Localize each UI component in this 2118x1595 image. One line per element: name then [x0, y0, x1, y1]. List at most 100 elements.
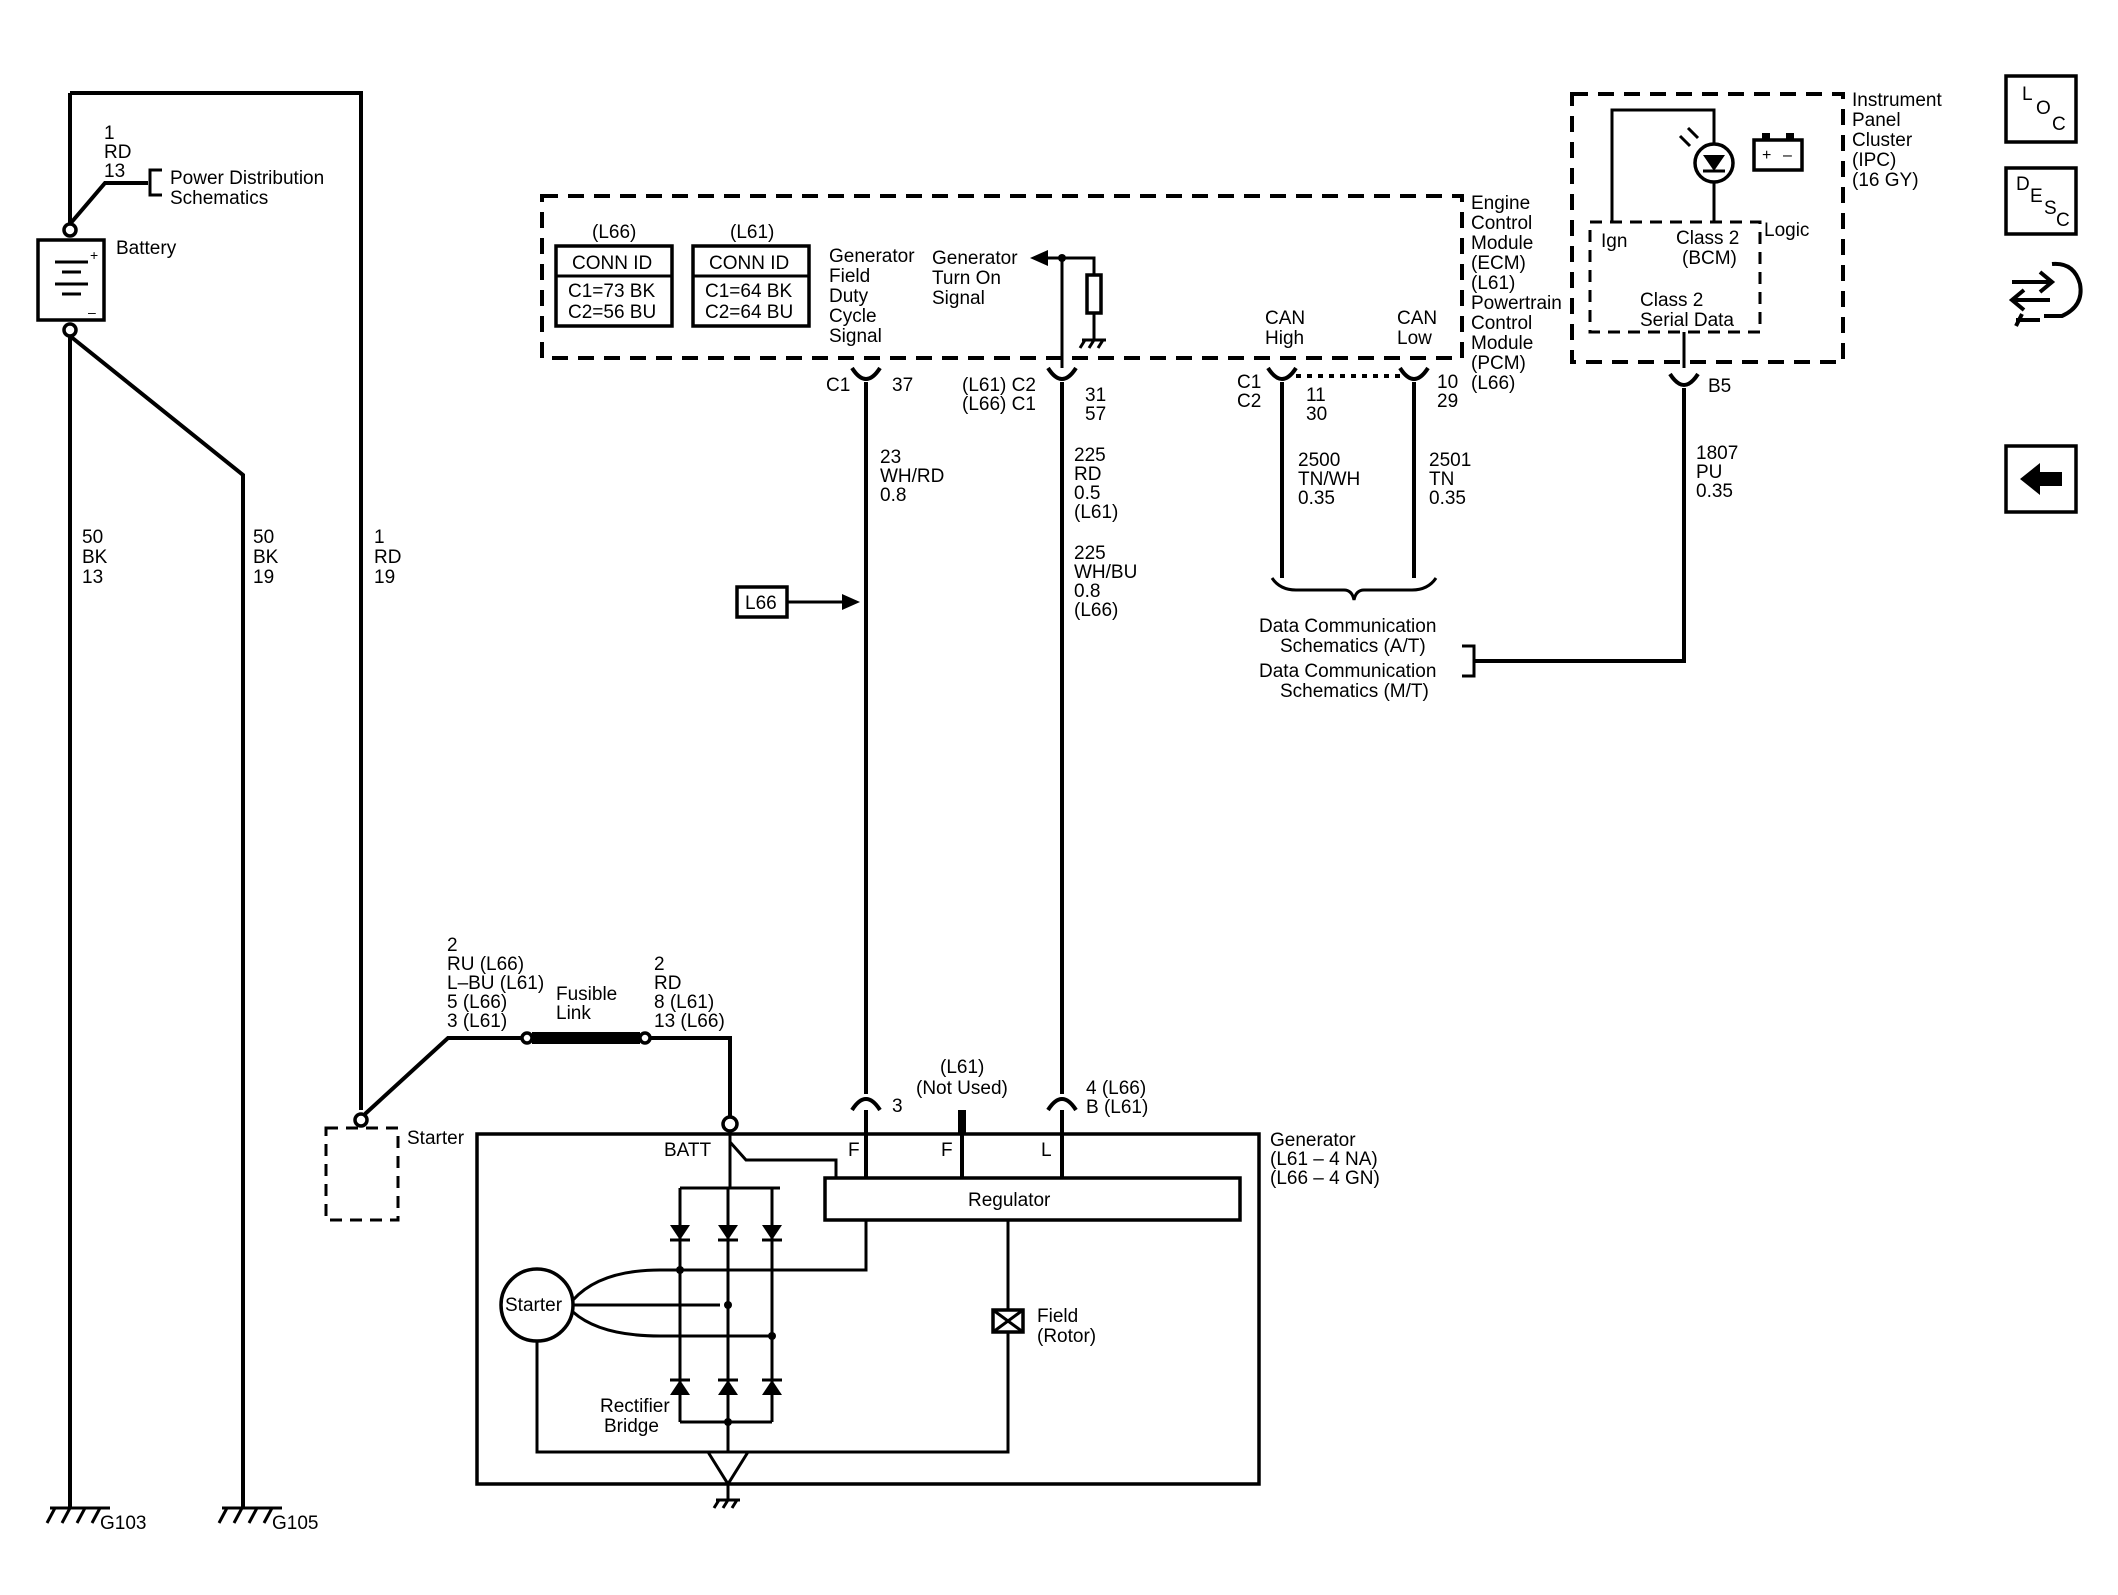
svg-text:(L66) C1: (L66) C1 — [962, 394, 1036, 415]
svg-text:B (L61): B (L61) — [1086, 1097, 1148, 1118]
svg-text:Generator: Generator — [829, 246, 915, 267]
svg-text:C1=73 BK: C1=73 BK — [568, 281, 655, 302]
svg-text:WH/RD: WH/RD — [880, 466, 944, 487]
diode-icon — [670, 1225, 782, 1242]
wire-to-batt — [650, 1036, 732, 1124]
svg-text:+: + — [1762, 147, 1771, 164]
svg-text:225: 225 — [1074, 445, 1106, 466]
ipc-outline — [1570, 92, 1845, 364]
svg-text:CONN ID: CONN ID — [709, 253, 789, 274]
svg-text:1807: 1807 — [1696, 443, 1738, 464]
conn-id-table-l61 — [691, 244, 811, 328]
svg-text:4 (L66): 4 (L66) — [1086, 1078, 1146, 1099]
svg-text:225: 225 — [1074, 543, 1106, 564]
svg-text:2: 2 — [447, 935, 458, 956]
battery-symbol — [36, 238, 106, 322]
svg-text:Schematics (A/T): Schematics (A/T) — [1280, 636, 1426, 657]
ipc-module: Instrument Panel Cluster (IPC) (16 GY) +… — [1570, 90, 1942, 397]
svg-text:10: 10 — [1437, 372, 1458, 393]
svg-text:37: 37 — [892, 375, 913, 396]
connector-pin — [1046, 1097, 1078, 1112]
svg-text:(PCM): (PCM) — [1471, 353, 1526, 374]
back-button[interactable] — [2004, 444, 2078, 514]
svg-text:WH/BU: WH/BU — [1074, 562, 1137, 583]
svg-text:19: 19 — [374, 567, 395, 588]
connector-pin — [1266, 366, 1298, 381]
svg-text:(16 GY): (16 GY) — [1852, 170, 1919, 191]
battery-circuit: + – 1 RD 13 Power Distribution Schematic… — [36, 91, 401, 1534]
back-arrow-icon[interactable] — [2020, 463, 2062, 495]
svg-text:(ECM): (ECM) — [1471, 253, 1526, 274]
svg-text:C1=64 BK: C1=64 BK — [705, 281, 792, 302]
svg-text:RU (L66): RU (L66) — [447, 954, 524, 975]
svg-text:(L66): (L66) — [1074, 600, 1118, 621]
svg-text:Fusible: Fusible — [556, 984, 617, 1005]
svg-text:Control: Control — [1471, 213, 1532, 234]
starter: Starter 2 RU (L66) L–BU (L61) 5 (L66) 3 … — [324, 935, 732, 1222]
svg-text:(L61): (L61) — [1471, 273, 1515, 294]
svg-text:Control: Control — [1471, 313, 1532, 334]
ground-icon — [217, 1506, 282, 1524]
svg-text:Engine: Engine — [1471, 193, 1530, 214]
starter-box — [324, 1126, 400, 1222]
svg-text:C: C — [2056, 210, 2070, 231]
svg-text:3 (L61): 3 (L61) — [447, 1011, 507, 1032]
svg-text:(L61) C2: (L61) C2 — [962, 375, 1036, 396]
svg-text:TN/WH: TN/WH — [1298, 469, 1360, 490]
svg-text:C1: C1 — [1237, 372, 1261, 393]
ground-icon — [1078, 313, 1106, 349]
svg-text:Powertrain: Powertrain — [1471, 293, 1562, 314]
ground-label-g103: G103 — [100, 1513, 146, 1534]
svg-text:D: D — [2016, 174, 2030, 195]
svg-text:L: L — [2022, 84, 2033, 105]
data-comm-at-label: Data Communication — [1259, 616, 1436, 637]
svg-text:13 (L66): 13 (L66) — [654, 1011, 725, 1032]
svg-text:Module: Module — [1471, 333, 1533, 354]
svg-text:(L61): (L61) — [730, 222, 774, 243]
nav-desc-button[interactable]: D E S C — [2004, 166, 2078, 236]
battery-warning-icon — [1752, 138, 1804, 172]
svg-text:C2: C2 — [1237, 391, 1261, 412]
light-rays-icon — [1678, 126, 1700, 148]
svg-text:Field: Field — [1037, 1306, 1078, 1327]
svg-text:Panel: Panel — [1852, 110, 1901, 131]
svg-text:Link: Link — [556, 1003, 591, 1024]
svg-text:TN: TN — [1429, 469, 1454, 490]
svg-text:Schematics (M/T): Schematics (M/T) — [1280, 681, 1429, 702]
svg-text:F: F — [941, 1140, 953, 1161]
svg-text:Class 2: Class 2 — [1640, 290, 1703, 311]
connector-pin — [1046, 366, 1078, 381]
svg-text:B5: B5 — [1708, 376, 1731, 397]
svg-text:PU: PU — [1696, 462, 1722, 483]
unused-terminal — [958, 1110, 966, 1134]
arrow-left-icon — [1030, 250, 1048, 266]
conn-id-table-l66 — [554, 244, 674, 328]
svg-text:0.35: 0.35 — [1298, 488, 1335, 509]
svg-text:C: C — [2052, 114, 2066, 135]
repair-hand-icon[interactable] — [2008, 261, 2083, 327]
svg-text:Ign: Ign — [1601, 231, 1627, 252]
svg-text:Bridge: Bridge — [604, 1416, 659, 1437]
svg-text:L–BU (L61): L–BU (L61) — [447, 973, 544, 994]
svg-text:11: 11 — [1306, 385, 1326, 406]
svg-text:CAN: CAN — [1265, 308, 1305, 329]
svg-text:Class 2: Class 2 — [1676, 228, 1739, 249]
svg-text:L: L — [1041, 1140, 1052, 1161]
ground-label-g105: G105 — [272, 1513, 318, 1534]
svg-text:RD: RD — [654, 973, 681, 994]
logic-block — [1588, 220, 1762, 334]
svg-text:13: 13 — [104, 161, 125, 182]
svg-text:Duty: Duty — [829, 286, 869, 307]
svg-text:High: High — [1265, 328, 1304, 349]
nav-loc-button[interactable]: L O C — [2004, 74, 2078, 144]
svg-text:(L61): (L61) — [940, 1057, 984, 1078]
svg-text:Rectifier: Rectifier — [600, 1396, 670, 1417]
svg-text:Signal: Signal — [932, 288, 985, 309]
svg-text:C2=64 BU: C2=64 BU — [705, 302, 793, 323]
ground-icon — [712, 1484, 740, 1509]
svg-text:L66: L66 — [745, 593, 777, 614]
svg-text:19: 19 — [253, 567, 274, 588]
wire-starter-to-fusible — [363, 1036, 522, 1116]
batt-terminal-label: BATT — [664, 1140, 712, 1161]
svg-text:Field: Field — [829, 266, 870, 287]
